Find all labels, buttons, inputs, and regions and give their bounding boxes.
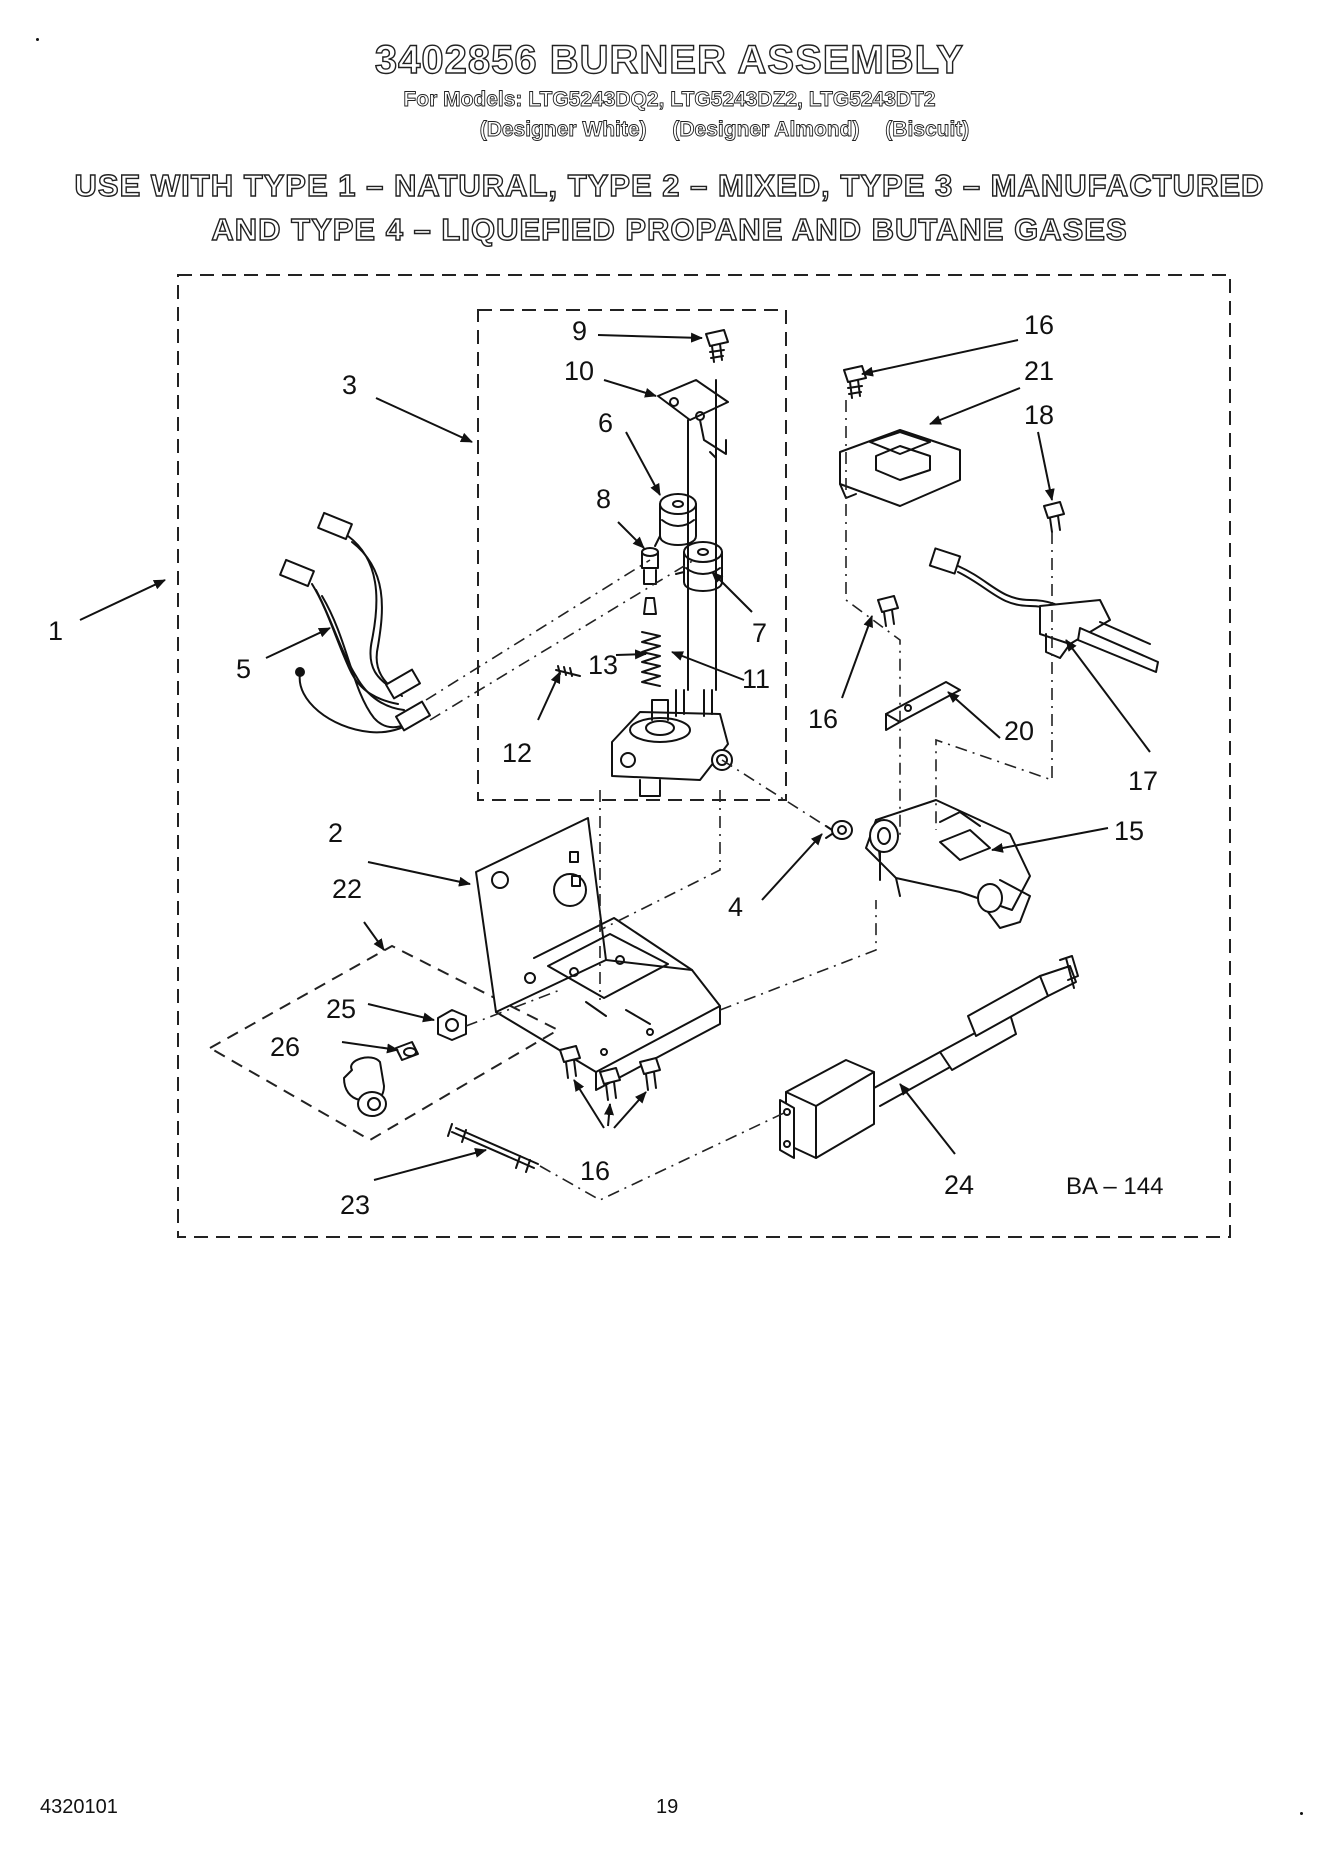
callout-labels: 1 2 3 4 5 6 7 8 9 10 11 12 13 15 16 16 1… [48, 310, 1163, 1220]
callout-label: 26 [270, 1032, 300, 1062]
callout-label: 25 [326, 994, 356, 1024]
flame-sensor-part [928, 547, 1159, 673]
igniter-bracket-part [839, 429, 961, 507]
callout-label: 10 [564, 356, 594, 386]
page-title: 3402856 BURNER ASSEMBLY [374, 37, 965, 82]
stud-part [447, 1123, 539, 1173]
callout-label: 6 [598, 408, 613, 438]
screw-part [599, 1067, 621, 1101]
coil-bracket-part [657, 379, 729, 459]
gas-valve-body [611, 689, 733, 797]
callout-label: 23 [340, 1190, 370, 1220]
callout-label: 11 [742, 664, 770, 694]
callout-label: 9 [572, 316, 587, 346]
callout-label: 1 [48, 616, 63, 646]
callout-label: 24 [944, 1170, 974, 1200]
fitting-part [395, 1041, 419, 1061]
screw-part [877, 595, 899, 627]
callout-label: 13 [588, 650, 618, 680]
screw-part [1043, 501, 1065, 533]
igniter-part [779, 1051, 953, 1159]
callout-label: 3 [342, 370, 357, 400]
screw-part [843, 365, 867, 399]
spring-part [641, 631, 661, 687]
callout-label: 12 [502, 738, 532, 768]
page-number: 19 [656, 1796, 679, 1818]
scan-speck [36, 38, 39, 41]
callout-label: 5 [236, 654, 251, 684]
guide-rod [687, 379, 717, 691]
pin-part [555, 665, 581, 677]
finish-label: (Designer Almond) [672, 118, 860, 142]
finish-label: (Designer White) [479, 118, 647, 142]
valve-subassembly-frame [477, 309, 787, 801]
sensor-bracket-part [885, 681, 961, 731]
usage-line-1: USE WITH TYPE 1 – NATURAL, TYPE 2 – MIXE… [74, 167, 1265, 203]
scan-speck [1300, 1812, 1303, 1815]
usage-line-2: AND TYPE 4 – LIQUEFIED PROPANE AND BUTAN… [211, 211, 1128, 247]
nut-part [437, 1009, 467, 1041]
callout-label: 8 [596, 484, 611, 514]
burner-part [865, 799, 1031, 929]
igniter-lead-tube [939, 955, 1079, 1071]
callout-label: 4 [728, 892, 743, 922]
callout-label: 2 [328, 818, 343, 848]
screw-part [639, 1057, 661, 1091]
callout-label: 21 [1024, 356, 1054, 386]
callout-label: 16 [808, 704, 838, 734]
wire-harness-part [279, 511, 431, 734]
model-list: For Models: LTG5243DQ2, LTG5243DZ2, LTG5… [403, 88, 936, 112]
document-number: 4320101 [40, 1796, 118, 1818]
callout-label: 15 [1114, 816, 1144, 846]
plunger-part [641, 547, 659, 615]
orifice-part [825, 820, 853, 840]
finish-list: (Designer White) (Designer Almond) (Bisc… [0, 118, 1339, 142]
mounting-bracket-part [475, 817, 721, 1091]
screw-part [559, 1045, 581, 1079]
callout-label: 17 [1128, 766, 1158, 796]
screw-part [705, 329, 729, 363]
callout-label: 20 [1004, 716, 1034, 746]
callout-label: 18 [1024, 400, 1054, 430]
diagram-reference-code: BA – 144 [1066, 1173, 1163, 1200]
callout-label: 7 [752, 618, 767, 648]
callout-label: 16 [580, 1156, 610, 1186]
elbow-fitting-part [343, 1056, 387, 1117]
callout-label: 22 [332, 874, 362, 904]
assembly-frame [177, 274, 1231, 1238]
callout-label: 16 [1024, 310, 1054, 340]
coil-part [654, 493, 697, 547]
finish-label: (Biscuit) [885, 118, 970, 142]
